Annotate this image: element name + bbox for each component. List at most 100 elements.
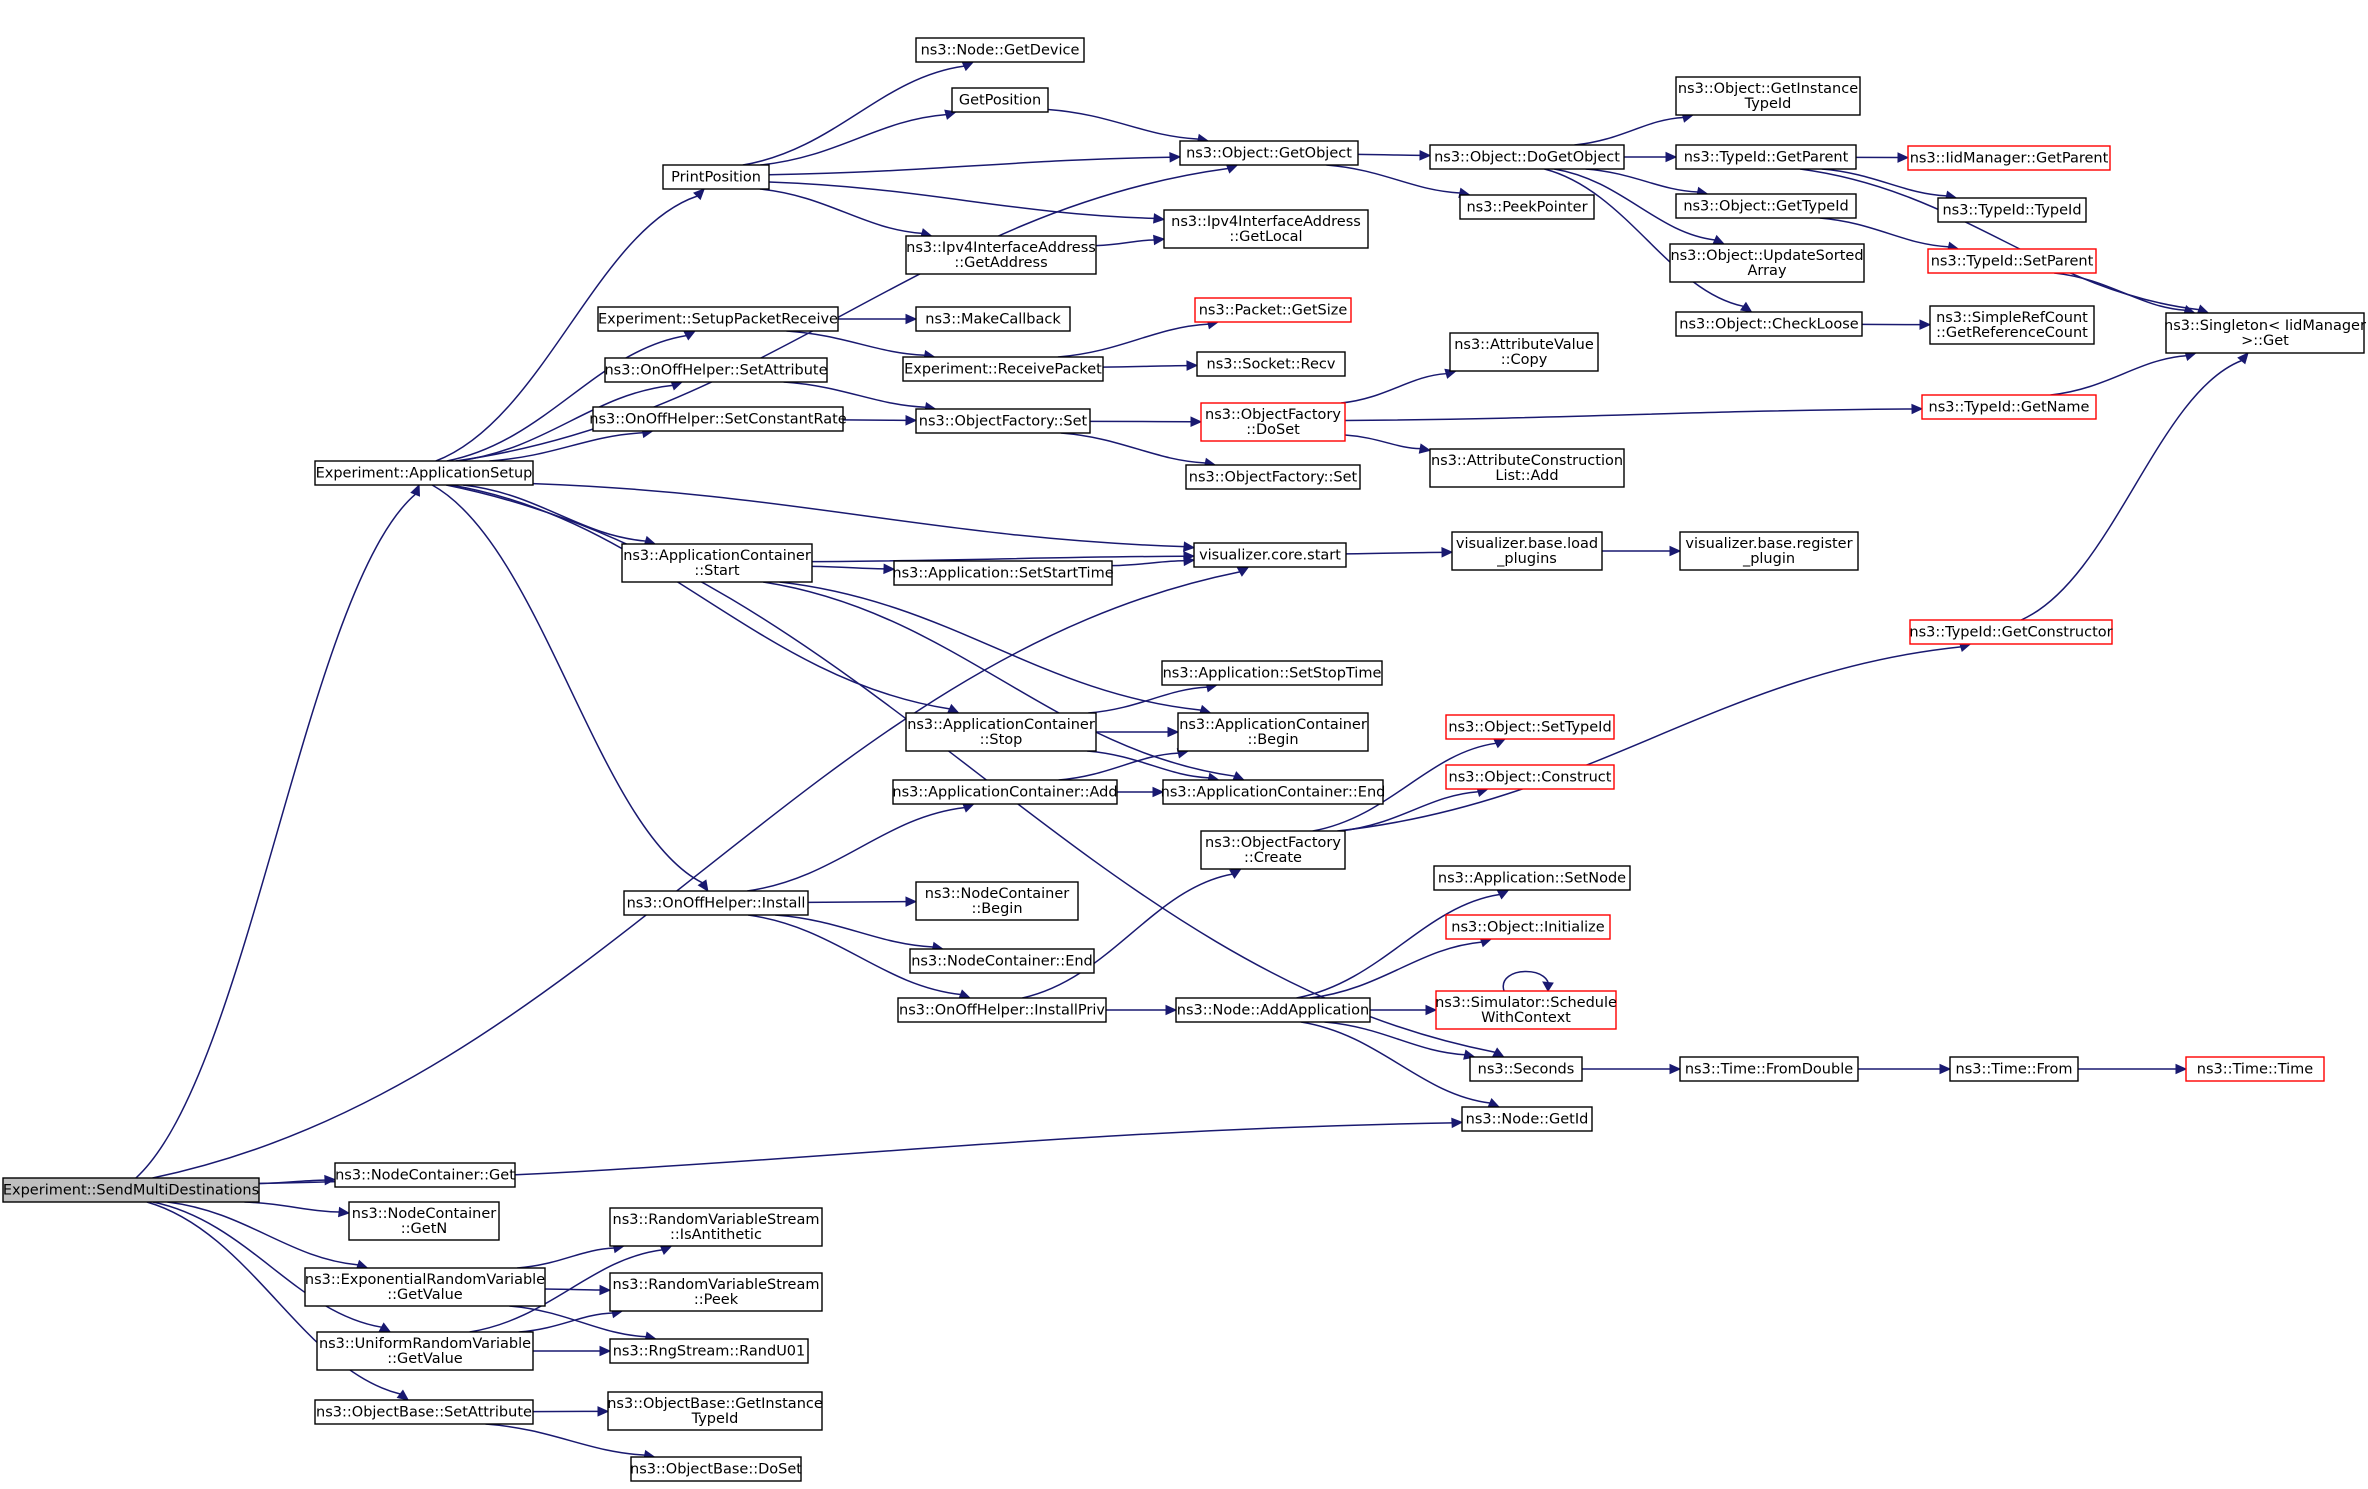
node-peekpointer[interactable]: ns3::PeekPointer [1459,194,1595,220]
node-label: ns3::Singleton< IidManager [2164,318,2366,334]
node-objbasesetattr[interactable]: ns3::ObjectBase::SetAttribute [314,1399,534,1425]
node-label: ns3::ApplicationContainer [1179,717,1367,733]
node-printposition[interactable]: PrintPosition [662,164,770,190]
node-getobject[interactable]: ns3::Object::GetObject [1179,140,1359,166]
node-getrefcount[interactable]: ns3::SimpleRefCount::GetReferenceCount [1929,305,2095,345]
node-getposition[interactable]: GetPosition [951,87,1049,113]
node-visbaseload[interactable]: visualizer.base.load_plugins [1451,531,1603,571]
node-iidgetparent[interactable]: ns3::IidManager::GetParent [1907,145,2111,171]
node-appsetstarttime[interactable]: ns3::Application::SetStartTime [892,560,1114,586]
node-getconstructor[interactable]: ns3::TypeId::GetConstructor [1909,619,2113,645]
node-box [1445,914,1611,940]
node-objbasedoset[interactable]: ns3::ObjectBase::DoSet [630,1456,802,1482]
node-label: ns3::ApplicationContainer::Add [892,785,1117,801]
node-objfactorydoset[interactable]: ns3::ObjectFactory::DoSet [1200,402,1346,442]
edge-dogetobject-to-checkloose [1544,168,1753,313]
node-visbasereg[interactable]: visualizer.base.register_plugin [1679,531,1859,571]
node-rvspeek[interactable]: ns3::RandomVariableStream::Peek [609,1272,823,1312]
node-appsetup[interactable]: Experiment::ApplicationSetup [314,460,534,486]
edge-getobject-to-peekpointer [1326,164,1471,199]
node-objfactoryset[interactable]: ns3::ObjectFactory::Set [915,408,1091,434]
node-typeidtypeid[interactable]: ns3::TypeId::TypeId [1937,197,2087,223]
node-appsetnode[interactable]: ns3::Application::SetNode [1433,865,1631,891]
node-box [1921,394,2097,420]
node-nodecontget[interactable]: ns3::NodeContainer::Get [334,1162,516,1188]
edge-appsetup-to-printposition [435,188,706,462]
node-exprandgetvalue[interactable]: ns3::ExponentialRandomVariable::GetValue [304,1267,546,1307]
node-getdevice[interactable]: ns3::Node::GetDevice [915,37,1085,63]
node-label: _plugin [1742,551,1795,567]
node-box [1679,531,1859,571]
node-label: ns3::Time::From [1956,1062,2073,1078]
node-nodeaddapp[interactable]: ns3::Node::AddApplication [1175,997,1371,1023]
node-receivepacket[interactable]: Experiment::ReceivePacket [902,356,1104,382]
node-timefrom[interactable]: ns3::Time::From [1949,1056,2079,1082]
node-appcontend[interactable]: ns3::ApplicationContainer::End [1161,779,1386,805]
node-timetime[interactable]: ns3::Time::Time [2185,1056,2325,1082]
node-socketrecv[interactable]: ns3::Socket::Recv [1196,351,1346,377]
node-nodegetid[interactable]: ns3::Node::GetId [1461,1106,1593,1132]
node-box [905,712,1097,752]
node-onoffinstallpriv[interactable]: ns3::OnOffHelper::InstallPriv [897,997,1107,1023]
edge-getposition-to-getobject [1047,108,1210,145]
node-objgettypeid[interactable]: ns3::Object::GetTypeId [1675,193,1857,219]
node-typeidgetname[interactable]: ns3::TypeId::GetName [1921,394,2097,420]
edge-appcontstart-to-appcontend [763,581,1245,781]
node-appcontbegin[interactable]: ns3::ApplicationContainer::Begin [1177,712,1369,752]
node-nodecontgetn[interactable]: ns3::NodeContainer::GetN [348,1201,500,1241]
node-label: ns3::AttributeValue [1454,337,1594,353]
node-onoffconstrate[interactable]: ns3::OnOffHelper::SetConstantRate [589,406,847,432]
node-randu01[interactable]: ns3::RngStream::RandU01 [609,1338,809,1364]
node-getlocal[interactable]: ns3::Ipv4InterfaceAddress::GetLocal [1163,209,1369,249]
node-appcontadd[interactable]: ns3::ApplicationContainer::Add [892,779,1118,805]
node-objsettypeid[interactable]: ns3::Object::SetTypeId [1445,714,1615,740]
node-getaddress[interactable]: ns3::Ipv4InterfaceAddress::GetAddress [905,235,1097,275]
node-setparent[interactable]: ns3::TypeId::SetParent [1927,248,2097,274]
node-objfactoryset2[interactable]: ns3::ObjectFactory::Set [1185,464,1361,490]
node-setuprecv[interactable]: Experiment::SetupPacketReceive [597,306,839,332]
node-label: ns3::OnOffHelper::SetAttribute [604,363,827,379]
node-attrvaluecopy[interactable]: ns3::AttributeValue::Copy [1449,332,1599,372]
edge-dogetobject-to-getparent [1624,151,1678,163]
node-makecallback[interactable]: ns3::MakeCallback [915,306,1071,332]
node-label: ns3::RngStream::RandU01 [613,1344,806,1360]
node-label: ::Peek [694,1292,739,1308]
node-checkloose[interactable]: ns3::Object::CheckLoose [1675,311,1863,337]
edge-setuprecv-to-makecallback [837,313,918,325]
node-dogetobject[interactable]: ns3::Object::DoGetObject [1429,144,1625,170]
node-appcontstart[interactable]: ns3::ApplicationContainer::Start [621,543,813,583]
node-nodecontend[interactable]: ns3::NodeContainer::End [909,948,1095,974]
node-appsetstoptime[interactable]: ns3::Application::SetStopTime [1161,660,1383,686]
edge-nodeaddapp-to-simschedule [1370,1004,1438,1016]
node-packetgetsize[interactable]: ns3::Packet::GetSize [1194,297,1352,323]
node-box [1445,764,1615,790]
edge-getparent-to-singletonget [1799,168,2210,315]
node-isantithetic[interactable]: ns3::RandomVariableStream::IsAntithetic [609,1207,823,1247]
node-label: ::GetLocal [1229,229,1302,245]
node-label: ns3::Seconds [1478,1062,1575,1078]
node-label: ns3::Object::SetTypeId [1448,720,1611,736]
node-seconds[interactable]: ns3::Seconds [1469,1056,1583,1082]
node-label: visualizer.core.start [1199,548,1341,564]
node-unirandgetvalue[interactable]: ns3::UniformRandomVariable::GetValue [316,1331,534,1371]
node-box [1177,712,1369,752]
node-onoffinstall[interactable]: ns3::OnOffHelper::Install [623,890,809,916]
node-objconstruct[interactable]: ns3::Object::Construct [1445,764,1615,790]
node-singletonget[interactable]: ns3::Singleton< IidManager >::Get [2164,312,2366,354]
node-viscorestart[interactable]: visualizer.core.start [1193,542,1347,568]
node-objfactorycreate[interactable]: ns3::ObjectFactory::Create [1200,830,1346,870]
node-root[interactable]: Experiment::SendMultiDestinations [2,1177,260,1203]
edge-onoffinstall-to-onoffinstallpriv [747,914,972,1000]
node-getparent[interactable]: ns3::TypeId::GetParent [1675,144,1857,170]
node-appcontstop[interactable]: ns3::ApplicationContainer::Stop [905,712,1097,752]
node-box [1669,243,1865,283]
node-nodecontbegin[interactable]: ns3::NodeContainer::Begin [915,881,1079,921]
node-objinitialize[interactable]: ns3::Object::Initialize [1445,914,1611,940]
node-timefromdouble[interactable]: ns3::Time::FromDouble [1679,1056,1859,1082]
node-onoffsetattr[interactable]: ns3::OnOffHelper::SetAttribute [604,357,828,383]
